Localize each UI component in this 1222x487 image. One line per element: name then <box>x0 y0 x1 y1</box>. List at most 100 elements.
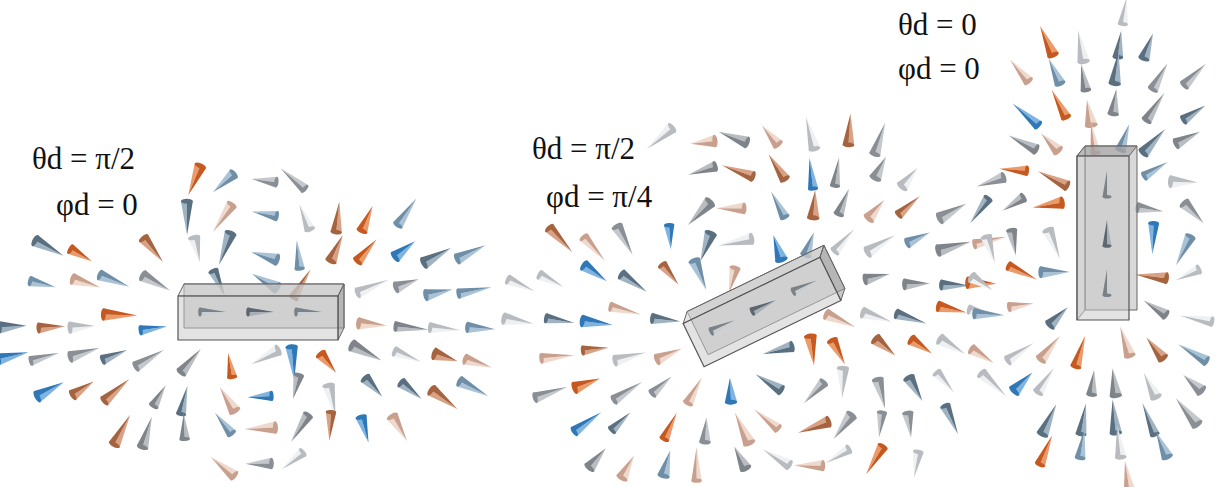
field-arrow <box>691 447 696 480</box>
field-arrow <box>73 273 101 287</box>
field-arrow <box>425 289 453 295</box>
arrow-base <box>1117 21 1128 27</box>
arrow-base <box>300 184 310 194</box>
field-arrow <box>1006 266 1036 280</box>
field-arrow <box>981 369 1006 396</box>
field-arrow <box>722 165 753 181</box>
arrow-base <box>393 321 398 332</box>
arrow-base <box>355 413 367 421</box>
field-arrow <box>200 308 226 313</box>
arrow-base <box>611 221 624 231</box>
arrow-base <box>1008 385 1021 398</box>
arrow-base <box>868 173 882 183</box>
field-arrow <box>533 387 567 398</box>
field-arrow <box>187 201 193 235</box>
field-arrow <box>754 409 781 428</box>
arrow-base <box>430 347 439 361</box>
arrow-base <box>544 223 555 234</box>
arrow-base <box>246 308 250 317</box>
field-arrow <box>1170 175 1197 182</box>
arrow-base <box>194 161 207 170</box>
field-arrow <box>1040 26 1053 58</box>
field-arrow <box>691 141 716 147</box>
arrow-base <box>773 423 783 433</box>
field-arrow <box>618 274 646 291</box>
field-arrow <box>1170 182 1198 188</box>
arrow-base <box>742 202 747 214</box>
field-arrow <box>1086 370 1094 395</box>
arrow-base <box>939 402 951 410</box>
arrow-base <box>616 269 626 281</box>
field-arrow <box>393 199 416 226</box>
field-arrow <box>1142 403 1154 436</box>
field-arrow <box>213 205 237 232</box>
field-arrow <box>30 353 59 361</box>
field-arrow <box>70 245 91 262</box>
arrow-base <box>704 229 718 238</box>
arrow-base <box>939 280 944 291</box>
field-arrow <box>1148 64 1168 90</box>
field-arrow <box>1176 269 1201 280</box>
field-arrow <box>181 349 201 376</box>
arrow-base <box>1123 352 1136 360</box>
field-arrow <box>837 368 843 398</box>
arrow-base <box>688 256 701 265</box>
arrow-base <box>138 325 144 336</box>
arrow-base <box>934 244 942 258</box>
arrow-base <box>1179 114 1188 125</box>
field-arrow <box>716 208 744 214</box>
arrow-base <box>1060 113 1071 122</box>
arrow-base <box>934 212 945 226</box>
arrow-base <box>862 246 873 260</box>
arrow-base <box>742 136 751 149</box>
arrow-base <box>788 340 795 352</box>
arrow-base <box>227 374 238 380</box>
arrow-base <box>175 367 187 378</box>
angle-label: θd = π/2 <box>532 132 635 166</box>
field-arrow <box>1110 399 1116 433</box>
field-arrow <box>100 270 129 287</box>
arrow-base <box>870 333 882 346</box>
field-arrow <box>863 307 891 322</box>
field-arrow <box>1178 344 1206 366</box>
arrow-base <box>1163 272 1169 284</box>
field-arrow <box>541 353 574 358</box>
field-arrow <box>694 258 706 290</box>
field-arrow <box>1107 171 1112 197</box>
arrow-base <box>226 429 237 439</box>
field-arrow <box>669 225 674 250</box>
arrow-base <box>830 183 841 189</box>
arrow-base <box>148 402 159 411</box>
field-arrow <box>296 312 322 317</box>
field-arrow <box>140 276 170 291</box>
arrow-base <box>1138 54 1151 62</box>
arrow-base <box>1033 120 1043 131</box>
arrow-base <box>0 321 2 334</box>
arrow-base <box>980 233 993 241</box>
arrow-base <box>931 368 942 378</box>
field-arrow <box>977 177 1006 186</box>
field-arrow <box>904 279 930 285</box>
field-arrow <box>219 233 237 265</box>
arrow-base <box>775 255 789 264</box>
arrow-base <box>539 353 544 364</box>
arrow-base <box>570 381 579 395</box>
field-arrow <box>843 113 851 144</box>
field-arrow <box>756 374 785 390</box>
field-arrow <box>1005 343 1034 360</box>
field-arrow <box>1176 234 1190 265</box>
field-arrow <box>700 233 716 261</box>
field-arrow <box>188 166 206 196</box>
arrow-base <box>729 264 741 271</box>
arrow-base <box>821 460 826 471</box>
arrow-base <box>208 267 219 275</box>
arrow-base <box>691 479 701 483</box>
arrow-base <box>1103 293 1112 297</box>
arrow-base <box>461 353 469 365</box>
field-arrow <box>69 322 95 328</box>
arrow-base <box>779 213 790 221</box>
arrow-base <box>877 442 889 452</box>
arrow-base <box>352 256 363 267</box>
arrow-base <box>66 351 74 364</box>
arrow-base <box>647 388 657 398</box>
